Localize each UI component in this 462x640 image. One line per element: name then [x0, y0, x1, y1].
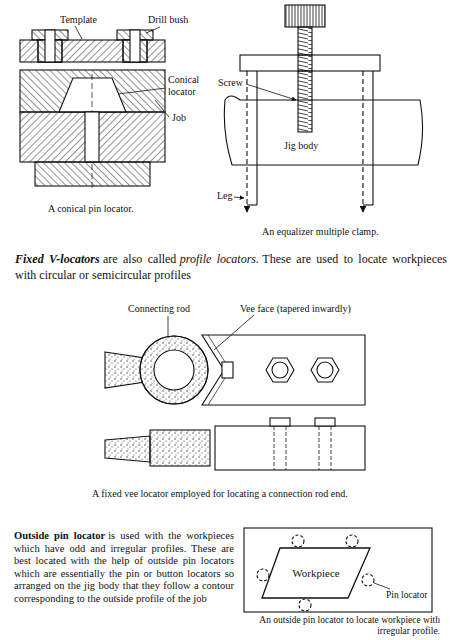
- body-text: is used with the workpieces which have o…: [14, 530, 234, 604]
- conical-locator-figure: [155, 100, 169, 117]
- vee-locator-figure: [317, 362, 333, 378]
- part-label: Job: [172, 112, 186, 124]
- outside-pin-figure: [257, 535, 374, 611]
- paragraph: Fixed V-locatorsare also called profile l…: [15, 252, 447, 283]
- parallelogram-outline: [262, 548, 370, 598]
- vee-locator-figure: [315, 418, 335, 426]
- vee-locator-figure: [150, 430, 210, 466]
- figure-frame: [244, 528, 432, 612]
- screw: [298, 27, 312, 132]
- figure-caption: A conical pin locator.: [48, 203, 134, 215]
- conical-locator-figure: [85, 112, 99, 162]
- vee-locator-figure: [140, 336, 208, 404]
- part-label: Template: [60, 14, 97, 26]
- equalizer-clamp-figure: [224, 5, 422, 212]
- jig-body: [224, 96, 422, 165]
- body-text: Outside pin locator: [14, 530, 105, 541]
- conical-locator-figure: [146, 27, 160, 33]
- vee-locator-figure: [272, 362, 288, 378]
- paragraph: Outside pin locatoris used with the work…: [14, 530, 234, 606]
- conical-locator-figure: [118, 88, 166, 94]
- node-text: Workpiece: [292, 567, 339, 579]
- vee-locator-figure: [105, 315, 365, 470]
- conical-locator-figure: [20, 40, 165, 62]
- vee-locator-figure: [270, 418, 290, 426]
- vee-locator-figure: [222, 362, 233, 378]
- vee-locator-figure: [168, 316, 169, 338]
- vee-locator-figure: [331, 426, 332, 470]
- knob: [285, 5, 325, 27]
- part-label: Pin locator: [386, 590, 427, 601]
- body-text: profile locators.: [180, 252, 259, 266]
- equalizer-clamp-figure: [246, 71, 247, 212]
- equalizer-bar: [240, 55, 380, 71]
- part-label: Jig body: [284, 140, 318, 152]
- part-label: Conical locator: [168, 74, 216, 97]
- conical-locator-figure: [75, 26, 82, 39]
- outside-pin-figure: [374, 583, 390, 589]
- part-label: Connecting rod: [128, 303, 190, 315]
- cone: [59, 78, 126, 112]
- figure-caption: A fixed vee locator employed for locatin…: [92, 488, 348, 500]
- equalizer-clamp-figure: [246, 84, 296, 100]
- vee-locator-figure: [311, 358, 339, 382]
- equalizer-clamp-figure: [298, 55, 312, 71]
- part-label: Leg: [217, 190, 233, 202]
- conical-locator-figure: [20, 112, 165, 162]
- part-label: Drill bush: [148, 14, 188, 26]
- figure-caption: An outside pin locator to locate workpie…: [244, 615, 440, 637]
- part-label: Screw: [218, 77, 243, 89]
- vee-locator-figure: [154, 350, 194, 390]
- outside-pin-figure: [299, 599, 311, 611]
- equalizer-clamp-figure: [363, 204, 373, 205]
- vee-locator-figure: [274, 426, 275, 470]
- vee-locator-figure: [274, 426, 331, 470]
- drill-bush: [130, 30, 140, 62]
- conical-locator-figure: [20, 26, 169, 190]
- figure-caption: An equalizer multiple clamp.: [262, 226, 379, 238]
- rod-big-end: [140, 336, 208, 404]
- outside-pin-figure: [292, 535, 304, 547]
- body-text: Fixed V-locators: [15, 252, 100, 266]
- outside-pin-figure: [346, 535, 358, 547]
- equalizer-clamp-figure: [247, 204, 257, 205]
- drill-bush: [32, 30, 68, 62]
- vee-block: [202, 335, 365, 405]
- equalizer-clamp-figure: [247, 100, 248, 165]
- job: [20, 70, 165, 112]
- outside-pin-figure: [362, 574, 374, 586]
- equalizer-clamp-figure: [256, 71, 257, 205]
- drill-bush: [117, 30, 153, 62]
- vee-locator-figure: [215, 426, 365, 470]
- rod-shank: [105, 352, 145, 388]
- outside-pin-figure: [244, 528, 432, 612]
- equalizer-clamp-figure: [234, 197, 244, 198]
- body-text: are also called: [103, 252, 176, 266]
- workpiece-shape: Workpiece: [260, 546, 372, 600]
- vee-locator-figure: [266, 358, 294, 382]
- vee-locator-figure: [105, 436, 150, 462]
- vee-locator-figure: [286, 426, 287, 470]
- part-label: Vee face (tapered inwardly): [240, 303, 351, 315]
- drill-bush: [45, 30, 55, 62]
- vee-locator-figure: [214, 315, 254, 350]
- outside-pin-figure: [257, 569, 269, 581]
- conical-locator-figure: [35, 162, 150, 186]
- equalizer-clamp-figure: [372, 71, 373, 205]
- vee-locator-figure: [319, 426, 320, 470]
- equalizer-clamp-figure: [362, 71, 363, 212]
